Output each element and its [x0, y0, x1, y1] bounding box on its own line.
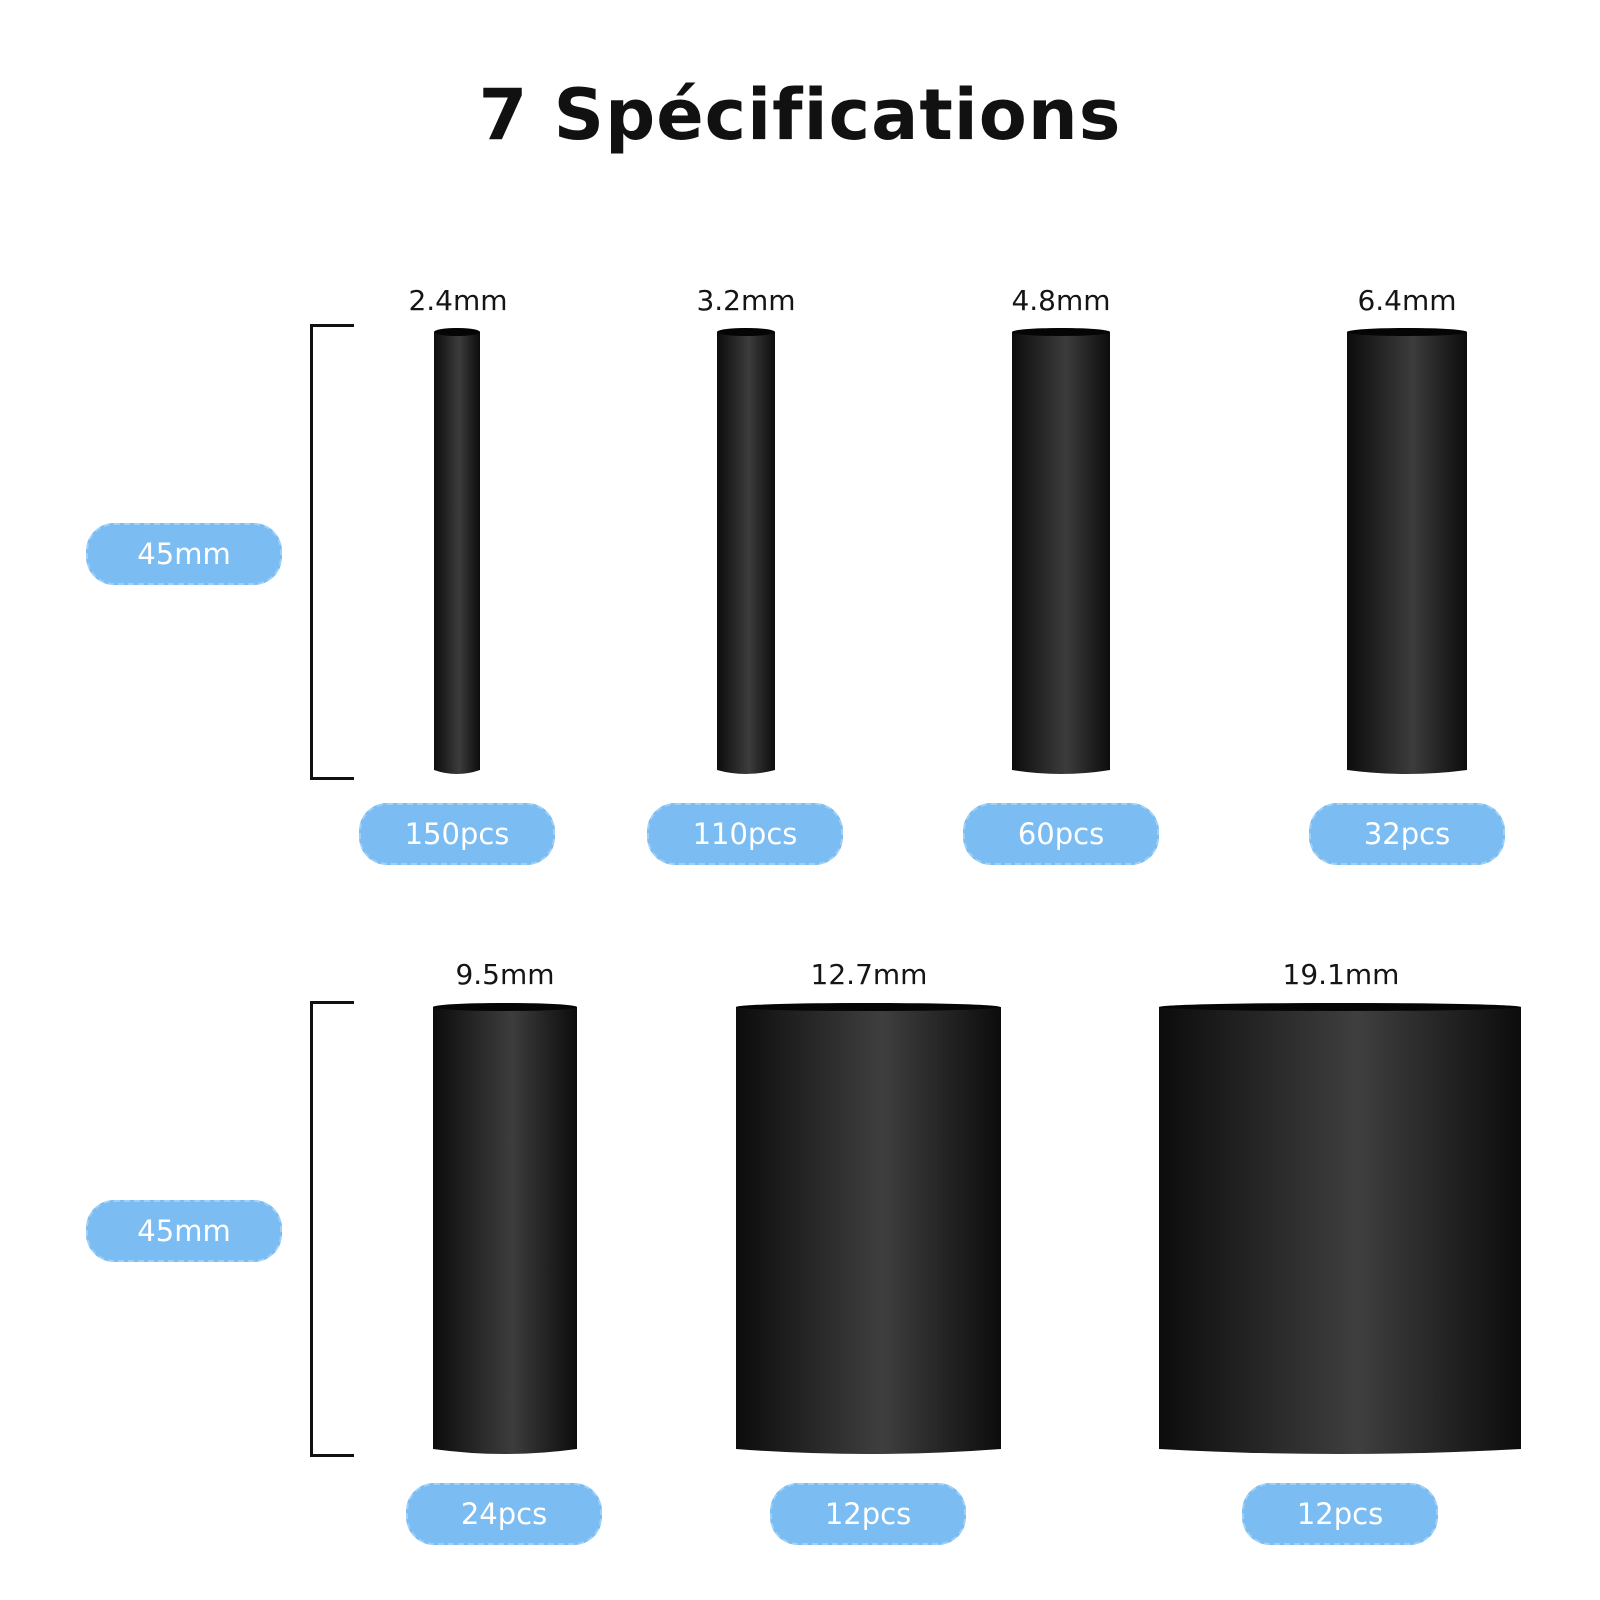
tube-19-1mm — [1159, 1001, 1521, 1457]
length-bracket-row2 — [310, 1001, 354, 1457]
quantity-badge: 12pcs — [1242, 1483, 1438, 1545]
quantity-badge: 60pcs — [963, 803, 1159, 865]
tube-diameter-label: 9.5mm — [455, 958, 555, 991]
quantity-badge: 12pcs — [770, 1483, 966, 1545]
length-bracket-row1 — [310, 324, 354, 780]
quantity-badge: 150pcs — [359, 803, 555, 865]
tube-3-2mm — [717, 326, 775, 776]
tube-diameter-label: 19.1mm — [1282, 958, 1400, 991]
tube-12-7mm — [736, 1001, 1001, 1457]
length-badge-row1: 45mm — [86, 523, 282, 585]
tube-2-4mm — [434, 326, 480, 776]
tube-diameter-label: 12.7mm — [810, 958, 928, 991]
tube-diameter-label: 4.8mm — [1011, 284, 1111, 317]
page-title: 7 Spécifications — [478, 74, 1122, 156]
tube-diameter-label: 6.4mm — [1357, 284, 1457, 317]
quantity-badge: 32pcs — [1309, 803, 1505, 865]
tube-4-8mm — [1012, 326, 1110, 776]
quantity-badge: 24pcs — [406, 1483, 602, 1545]
tube-9-5mm — [433, 1001, 577, 1457]
tube-diameter-label: 3.2mm — [696, 284, 796, 317]
length-badge-row2: 45mm — [86, 1200, 282, 1262]
tube-diameter-label: 2.4mm — [408, 284, 508, 317]
quantity-badge: 110pcs — [647, 803, 843, 865]
tube-6-4mm — [1347, 326, 1467, 776]
